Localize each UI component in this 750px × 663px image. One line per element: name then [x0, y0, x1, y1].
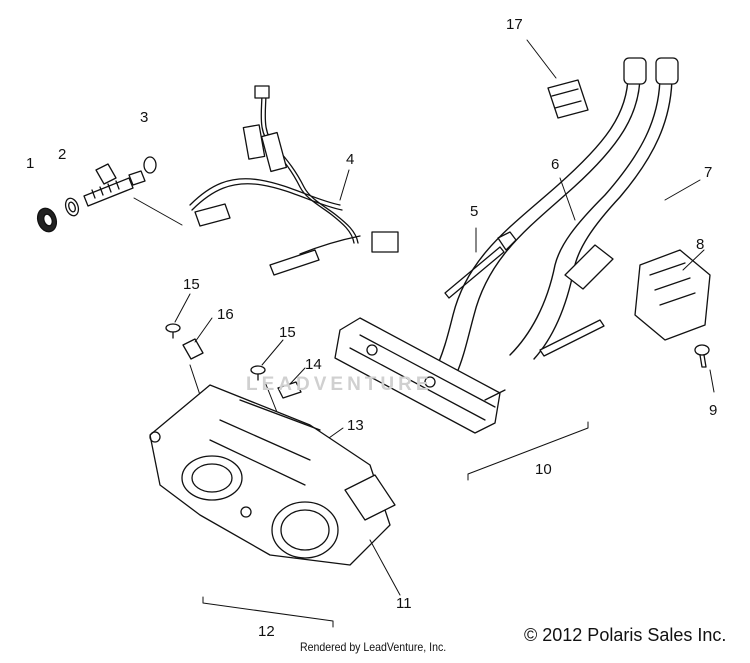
- callout-4: 4: [346, 151, 355, 168]
- screw-15a: [165, 323, 181, 339]
- screw-9: [694, 344, 710, 368]
- callout-9: 9: [709, 402, 718, 419]
- washer: [64, 197, 80, 217]
- callout-6: 6: [551, 156, 560, 173]
- clip-16: [182, 338, 204, 360]
- seal-ring: [36, 207, 58, 233]
- callout-5: 5: [470, 203, 479, 220]
- callout-15a: 15: [183, 276, 200, 293]
- callout-11: 11: [396, 595, 412, 612]
- watermark-text: LEADVENTURE: [246, 374, 433, 395]
- callout-2: 2: [58, 146, 67, 163]
- copyright-notice: © 2012 Polaris Sales Inc.: [524, 625, 727, 645]
- callout-3: 3: [140, 109, 149, 126]
- callout-17: 17: [506, 16, 523, 33]
- fuel-rail: [334, 317, 605, 434]
- callout-13: 13: [347, 417, 364, 434]
- hose-clip: [547, 79, 589, 119]
- callout-8: 8: [696, 236, 705, 253]
- throttle-body: [149, 384, 396, 566]
- callout-16: 16: [217, 306, 234, 323]
- render-credit: Rendered by LeadVenture, Inc.: [300, 640, 447, 654]
- callout-12: 12: [258, 623, 275, 640]
- sensor-bracket: [634, 249, 711, 341]
- fuel-hoses: [432, 57, 679, 376]
- callout-1: 1: [26, 155, 35, 172]
- bolt-5: [444, 231, 517, 299]
- callout-14: 14: [305, 356, 322, 373]
- fuel-injector: [83, 163, 146, 207]
- callout-7: 7: [704, 164, 713, 181]
- injector-oring: [143, 156, 157, 174]
- screw-15b: [250, 365, 266, 381]
- wiring-harness: [189, 85, 399, 276]
- callout-10: 10: [535, 461, 552, 478]
- callout-15b: 15: [279, 324, 296, 341]
